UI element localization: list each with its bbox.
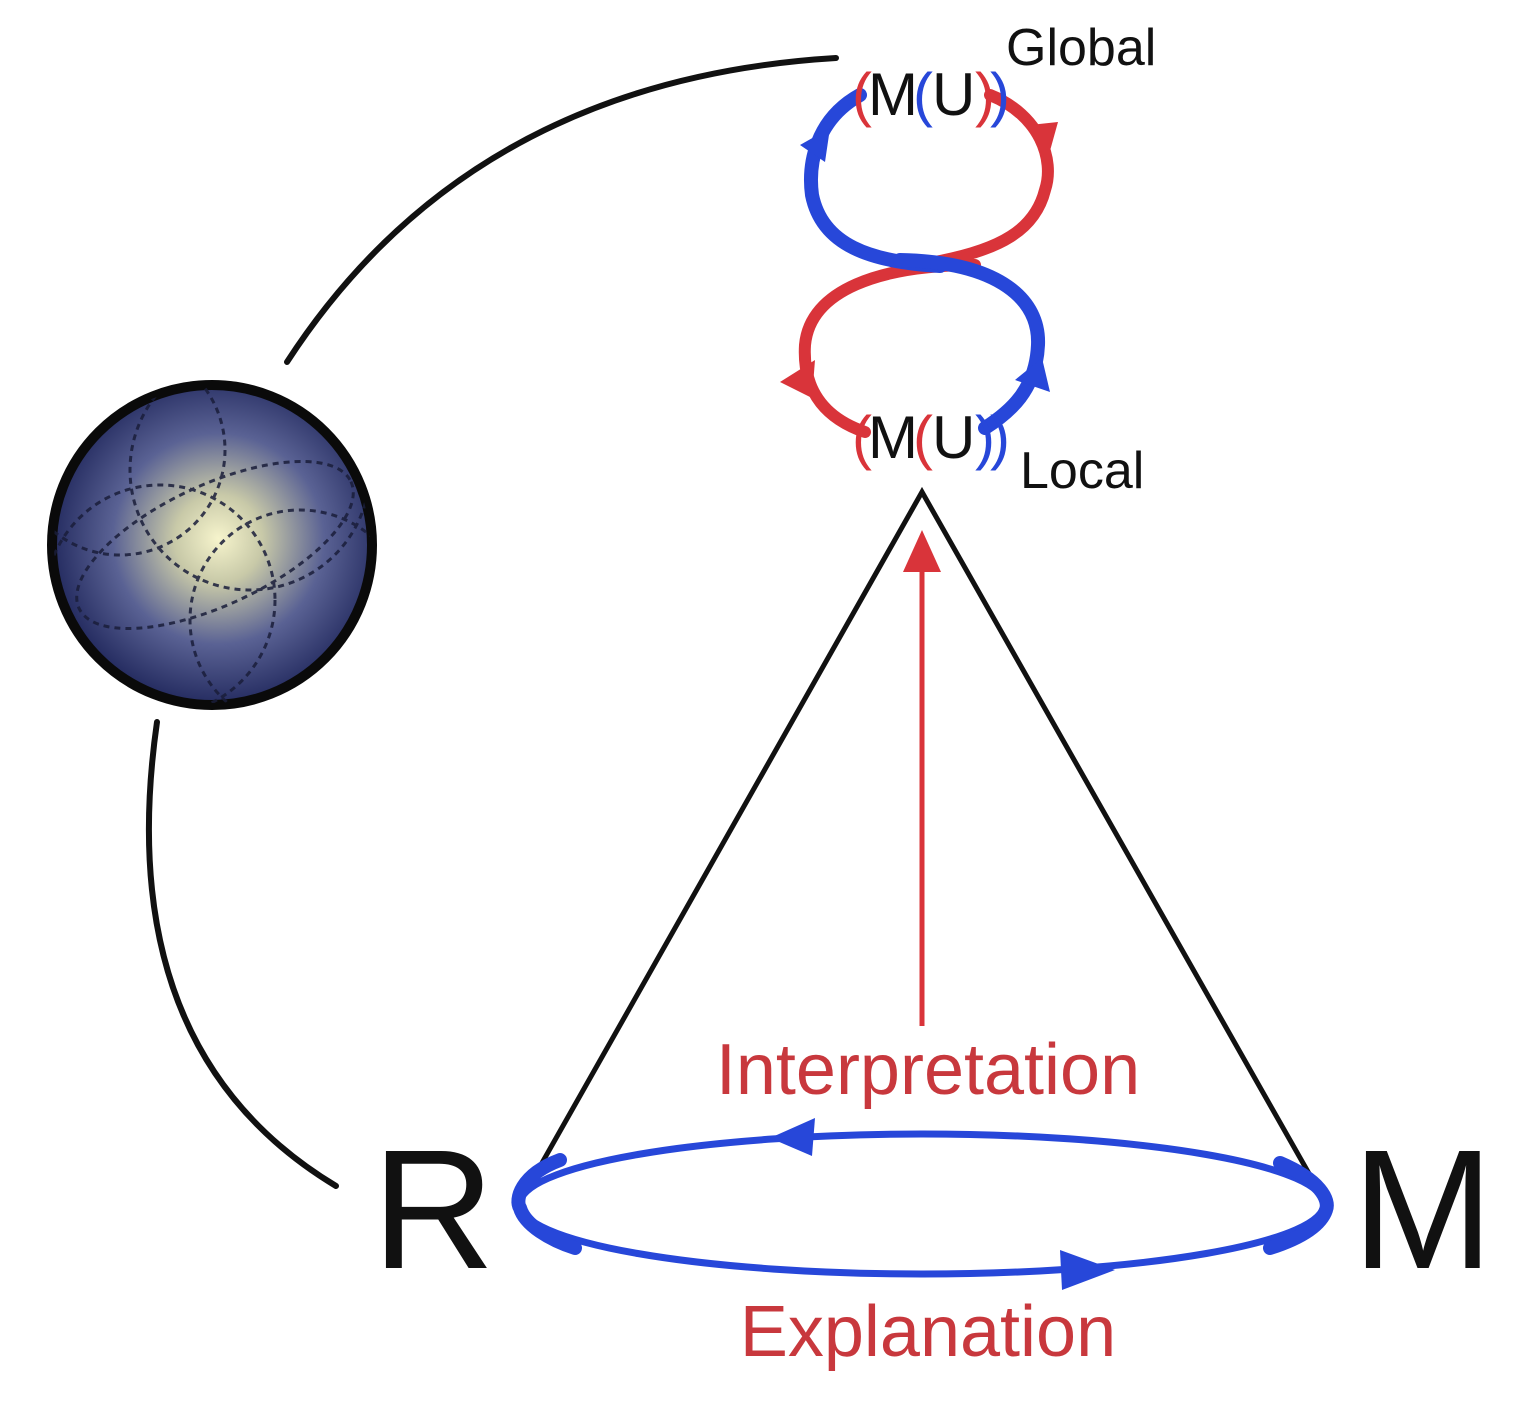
interpretation-label: Interpretation: [716, 1030, 1140, 1110]
global-label: Global: [1006, 19, 1156, 77]
paren-red-outer-left-top: (: [852, 61, 872, 128]
arrowhead-red-top: [1030, 122, 1058, 158]
paren-blue-outer-right-top: ): [990, 61, 1010, 128]
interpretation-arrowhead: [903, 530, 941, 572]
global-mu-u: U: [932, 61, 975, 128]
local-label: Local: [1020, 442, 1144, 500]
paren-blue-outer-right-bottom: ): [990, 404, 1010, 471]
ellipse-arrowhead-top: [770, 1118, 815, 1156]
loop-lower-left-red: [798, 259, 981, 438]
paren-blue-inner-right-bottom: ): [975, 404, 995, 471]
local-mu-u: U: [932, 404, 975, 471]
paren-blue-inner-left-top: (: [913, 61, 933, 128]
arc-to-global: [284, 55, 839, 365]
sphere-icon: [47, 380, 377, 710]
figure-eight-loop-icon: [780, 88, 1058, 438]
explanation-ellipse: [516, 1130, 1328, 1278]
global-mu-group: ( M ( U ) ): [852, 61, 1010, 128]
paren-red-inner-right-top: ): [975, 61, 995, 128]
arrowhead-red-bottom: [780, 360, 815, 398]
paren-red-outer-left-bottom: (: [852, 404, 872, 471]
ellipse-arrowhead-bottom: [1060, 1250, 1115, 1290]
vertex-label-left: R: [372, 1115, 495, 1305]
loop-lower-right-blue: [893, 253, 1046, 435]
local-mu-group: ( M ( U ) ): [852, 404, 1010, 471]
triangle-outline: [518, 486, 1327, 1202]
ellipse-thick-right: [1263, 1156, 1334, 1255]
arrowhead-blue-bottom: [1015, 358, 1050, 392]
explanation-label: Explanation: [740, 1292, 1116, 1372]
arrowhead-blue-top: [800, 128, 830, 162]
vertex-label-right: M: [1352, 1115, 1494, 1305]
loop-upper-left-blue: [804, 88, 947, 273]
paren-red-inner-left-bottom: (: [913, 404, 933, 471]
ellipse-thick-left: [511, 1153, 582, 1255]
local-mu-m: M: [868, 404, 918, 471]
loop-upper-right-red: [929, 89, 1054, 268]
arc-to-r: [145, 719, 339, 1189]
global-mu-m: M: [868, 61, 918, 128]
